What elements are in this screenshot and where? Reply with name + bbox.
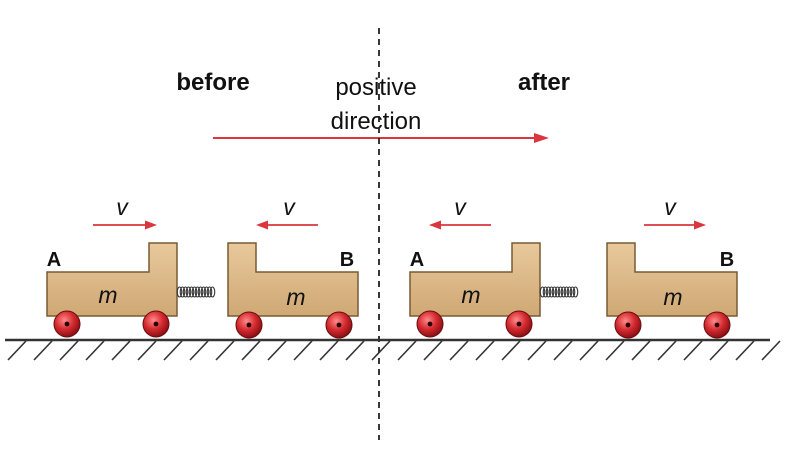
cart-b-before: B m v — [227, 194, 359, 339]
ground-hatch — [215, 340, 235, 361]
cart-b-label: B — [720, 249, 734, 271]
cart-a-after: A m v — [409, 194, 541, 338]
ground-hatch — [527, 340, 547, 361]
before-heading: before — [176, 69, 249, 96]
velocity-label: v — [283, 194, 296, 220]
after-heading: after — [518, 69, 570, 96]
arrow-right-icon — [93, 220, 157, 230]
velocity-label: v — [116, 194, 129, 220]
cart-b-label: B — [340, 249, 354, 271]
spring-icon — [176, 286, 216, 298]
wheel-icon — [703, 311, 731, 339]
ground-hatch — [501, 340, 521, 361]
cart-a-label: A — [47, 249, 61, 271]
cart-a-before: A m v — [46, 194, 178, 338]
ground-hatch — [397, 340, 417, 361]
ground-hatch — [657, 340, 677, 361]
ground-hatch — [449, 340, 469, 361]
wheel-icon — [416, 310, 444, 338]
spring-icon — [539, 286, 579, 298]
ground-hatch — [293, 340, 313, 361]
ground-hatch — [605, 340, 625, 361]
wheel-icon — [614, 311, 642, 339]
ground-hatch — [319, 340, 339, 361]
positive-direction-arrow — [213, 133, 549, 143]
wheel-icon — [142, 310, 170, 338]
wheel-icon — [325, 311, 353, 339]
ground-hatch — [7, 340, 27, 361]
wheel-icon — [53, 310, 81, 338]
ground-hatch — [59, 340, 79, 361]
arrow-right-icon — [644, 220, 706, 230]
arrow-left-icon — [256, 220, 318, 230]
wheel-icon — [505, 310, 533, 338]
ground-hatch — [111, 340, 131, 361]
ground-hatch — [475, 340, 495, 361]
ground-hatch — [631, 340, 651, 361]
ground-hatch — [735, 340, 755, 361]
positive-label: positive — [335, 74, 416, 101]
direction-label: direction — [331, 108, 422, 135]
ground-hatch — [345, 340, 365, 361]
mass-label: m — [663, 284, 682, 310]
ground-hatch — [241, 340, 261, 361]
ground-hatch — [267, 340, 287, 361]
mass-label: m — [461, 282, 480, 308]
ground-hatch — [683, 340, 703, 361]
ground-hatch — [579, 340, 599, 361]
mass-label: m — [286, 284, 305, 310]
ground-hatch — [85, 340, 105, 361]
ground — [5, 338, 781, 361]
ground-hatch — [371, 340, 391, 361]
ground-hatch — [553, 340, 573, 361]
velocity-label: v — [664, 194, 677, 220]
ground-hatch — [423, 340, 443, 361]
ground-hatch — [709, 340, 729, 361]
wheel-icon — [235, 311, 263, 339]
ground-hatch — [33, 340, 53, 361]
cart-a-label: A — [410, 249, 424, 271]
ground-hatch — [761, 340, 781, 361]
ground-hatch — [163, 340, 183, 361]
cart-b-after: B m v — [606, 194, 738, 339]
mass-label: m — [98, 282, 117, 308]
velocity-label: v — [454, 194, 467, 220]
ground-hatch — [137, 340, 157, 361]
ground-hatch — [189, 340, 209, 361]
arrow-left-icon — [429, 220, 491, 230]
